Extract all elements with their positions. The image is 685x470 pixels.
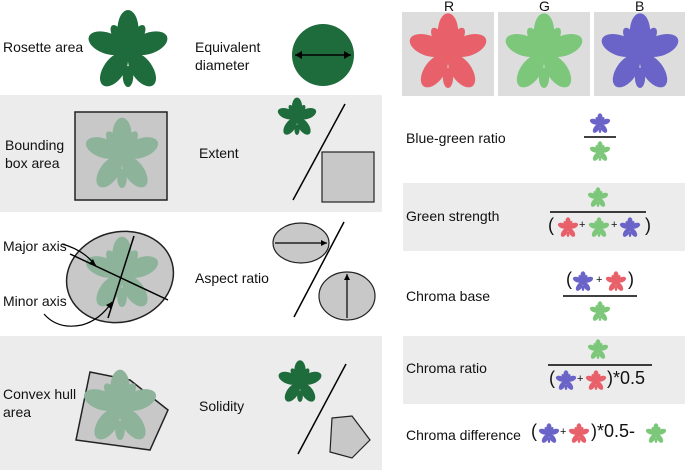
- cr-plus: +: [577, 373, 584, 385]
- cb-blue-icon: [572, 271, 594, 293]
- green-strength-label: Green strength: [406, 208, 500, 224]
- cd-green-icon: [645, 423, 667, 445]
- gs-green-icon: [588, 217, 610, 239]
- gs-plus-1: +: [579, 219, 586, 231]
- cb-paren-open: (: [566, 269, 572, 289]
- ratio-band-chroma-ratio: [403, 336, 685, 404]
- cr-red-icon: [585, 370, 607, 392]
- cb-red-icon: [605, 271, 627, 293]
- row-band-convex-hull: [0, 336, 382, 470]
- minor-axis-pointer: [43, 301, 113, 327]
- gs-red-icon: [557, 217, 579, 239]
- extent-fraction-line: [292, 103, 346, 201]
- convex-hull-area-label: Convex hull area: [3, 386, 77, 420]
- gs-paren-open: (: [548, 215, 554, 235]
- gs-blue-icon: [619, 217, 641, 239]
- channel-r-header: R: [444, 0, 455, 14]
- minor-axis-line: [107, 235, 135, 319]
- chroma-difference-label: Chroma difference: [406, 427, 521, 443]
- cd-paren-open: (: [531, 421, 537, 441]
- bg-blue-icon: [589, 113, 611, 135]
- solidity-hull-icon: [329, 415, 371, 459]
- solidity-fraction-line: [297, 363, 347, 455]
- gs-plus-2: +: [611, 219, 618, 231]
- cb-green-icon: [589, 301, 611, 323]
- cd-suffix: )*0.5-: [591, 421, 636, 441]
- cb-paren-close: ): [628, 269, 634, 289]
- cd-blue-icon: [538, 423, 560, 445]
- plant-rosette-icon: [85, 10, 171, 92]
- gs-green-num-icon: [587, 187, 609, 209]
- cr-green-icon: [587, 339, 609, 361]
- cd-red-icon: [568, 423, 590, 445]
- cr-suffix: )*0.5: [607, 368, 646, 388]
- cr-paren-open: (: [549, 368, 555, 388]
- extent-plant-icon: [276, 97, 318, 138]
- gs-paren-close: ): [645, 215, 651, 235]
- chroma-base-label: Chroma base: [406, 288, 491, 304]
- extent-label: Extent: [199, 145, 239, 161]
- cb-plus: +: [596, 274, 603, 286]
- solidity-label: Solidity: [199, 398, 245, 414]
- major-axis-label: Major axis: [3, 238, 67, 254]
- ratio-band-green-strength: [403, 183, 685, 251]
- channel-b-header: B: [635, 0, 645, 14]
- bg-green-icon: [589, 141, 611, 163]
- major-axis-line: [69, 253, 169, 301]
- chroma-ratio-label: Chroma ratio: [406, 360, 487, 376]
- blue-green-ratio-label: Blue-green ratio: [406, 130, 506, 146]
- extent-box-icon: [321, 151, 375, 203]
- bounding-box-area-label: Bounding box area: [5, 137, 65, 171]
- aspect-fraction-line: [293, 221, 345, 318]
- channel-g-header: G: [539, 0, 550, 14]
- cd-plus: +: [560, 426, 567, 438]
- equivalent-diameter-label: Equivalent diameter: [195, 39, 261, 73]
- minor-axis-label: Minor axis: [3, 293, 67, 309]
- solidity-plant-icon: [276, 360, 324, 405]
- aspect-ratio-label: Aspect ratio: [195, 270, 269, 286]
- cr-blue-icon: [555, 370, 577, 392]
- rosette-area-label: Rosette area: [3, 39, 84, 55]
